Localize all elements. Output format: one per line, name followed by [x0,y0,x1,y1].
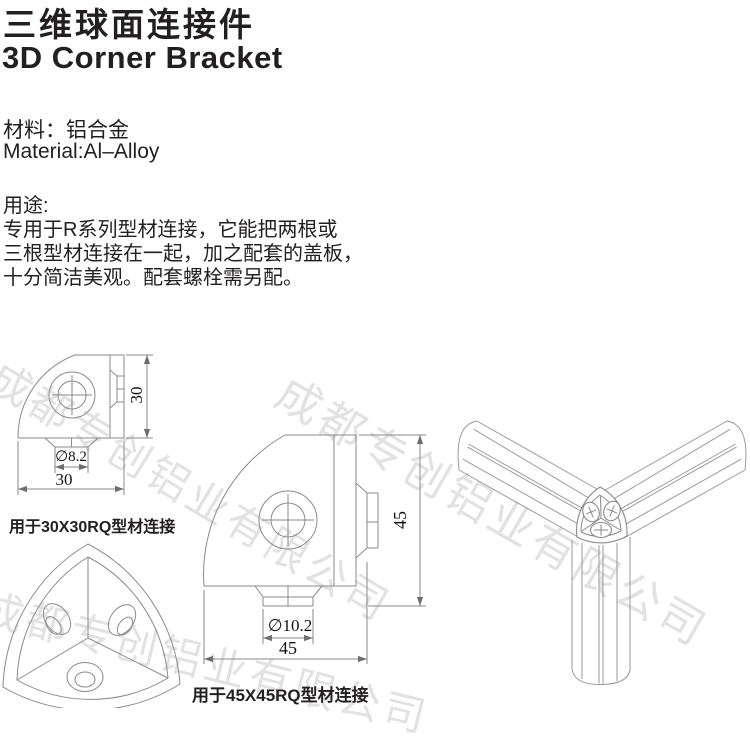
drawing-corner-isometric [2,543,181,708]
material-line-zh: 材料：铝合金 [3,119,129,142]
usage-line: 专用于R系列型材连接，它能把两根或 [3,219,338,241]
dim-30-width: 30 [56,470,73,489]
drawing-label-45: 用于45X45RQ型材连接 [192,686,369,705]
technical-drawings-svg: 30 ∅8.2 30 [2,354,747,708]
usage-line: 三根型材连接在一起，加之配套的盖板， [3,243,363,265]
material-line-en: Material:Al–Alloy [3,140,160,163]
usage-line: 十分简洁美观。配套螺栓需另配。 [3,267,303,289]
dim-45-width: 45 [279,638,297,658]
drawing-bracket45: 45 ∅10.2 45 [203,434,426,664]
page-title-en: 3D Corner Bracket [2,40,283,75]
dim-30-height: 30 [127,387,146,404]
usage-block: 用途: 专用于R系列型材连接，它能把两根或 三根型材连接在一起，加之配套的盖板，… [3,194,363,290]
drawing-assembly-3d [457,420,747,686]
page-title-zh: 三维球面连接件 [3,6,255,43]
drawing-label-30: 用于30X30RQ型材连接 [9,519,176,536]
dim-hole-8-2: ∅8.2 [55,449,87,465]
profile-tube-upper-left [457,420,605,539]
corner-connector [576,486,628,544]
catalog-page: 三维球面连接件 3D Corner Bracket 材料：铝合金 Materia… [0,6,747,742]
dim-45-height: 45 [390,511,410,529]
drawing-bracket30: 30 ∅8.2 30 [17,354,153,495]
dim-hole-10-2: ∅10.2 [268,616,313,635]
profile-tube-bottom [571,537,631,686]
usage-heading: 用途: [3,195,49,217]
screw-cross-icons [585,505,618,536]
profile-tube-upper-right [599,420,747,539]
